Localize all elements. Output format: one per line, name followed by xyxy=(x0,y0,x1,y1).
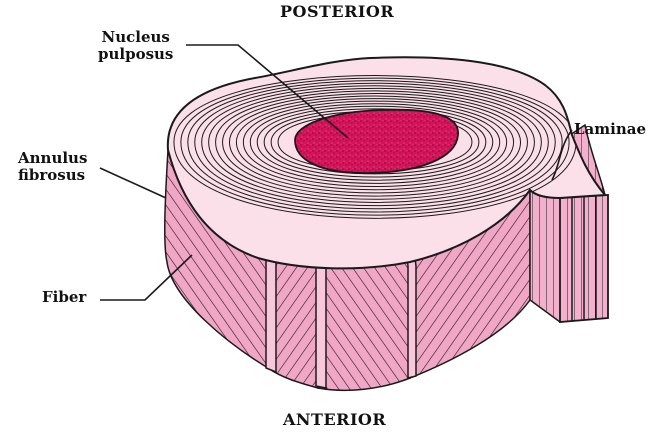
lamina-ring xyxy=(235,98,515,191)
lamina-ring xyxy=(256,105,494,181)
annulus-label-line2: fibrosus xyxy=(18,166,86,184)
lamina-ring xyxy=(249,103,501,184)
lamina-ring xyxy=(222,93,528,197)
lamina-ring xyxy=(228,95,522,194)
annulus-label-line1: Annulus xyxy=(18,149,88,167)
annulus-leader xyxy=(99,167,167,199)
annulus-fibrosus-label: Annulus fibrosus xyxy=(18,150,87,184)
lamina-ring xyxy=(270,110,480,175)
fiber-label: Fiber xyxy=(42,288,87,306)
nucleus-pulposus-label: Nucleus pulposus xyxy=(98,29,173,63)
leader-lines xyxy=(99,44,573,301)
nucleus-leader xyxy=(186,44,349,139)
lamina-ring xyxy=(242,100,508,188)
lamina-ring xyxy=(208,87,542,203)
side-wall-middle-2 xyxy=(317,261,411,392)
lamina-ring xyxy=(263,108,487,178)
anterior-label: ANTERIOR xyxy=(283,410,387,429)
lamina-ring xyxy=(215,90,535,200)
lamina-ring xyxy=(194,82,556,210)
lamina-ring xyxy=(201,85,549,206)
lamina-ring xyxy=(187,80,563,213)
posterior-label: POSTERIOR xyxy=(280,2,395,21)
nucleus-label-line2: pulposus xyxy=(98,45,174,63)
lamina-ring xyxy=(180,77,570,216)
laminae-leader xyxy=(551,129,573,181)
fiber-leader xyxy=(100,254,193,301)
nucleus-pulposus xyxy=(294,108,459,174)
nucleus-label-line1: Nucleus xyxy=(101,28,170,46)
laminae-label: Laminae xyxy=(574,120,647,138)
